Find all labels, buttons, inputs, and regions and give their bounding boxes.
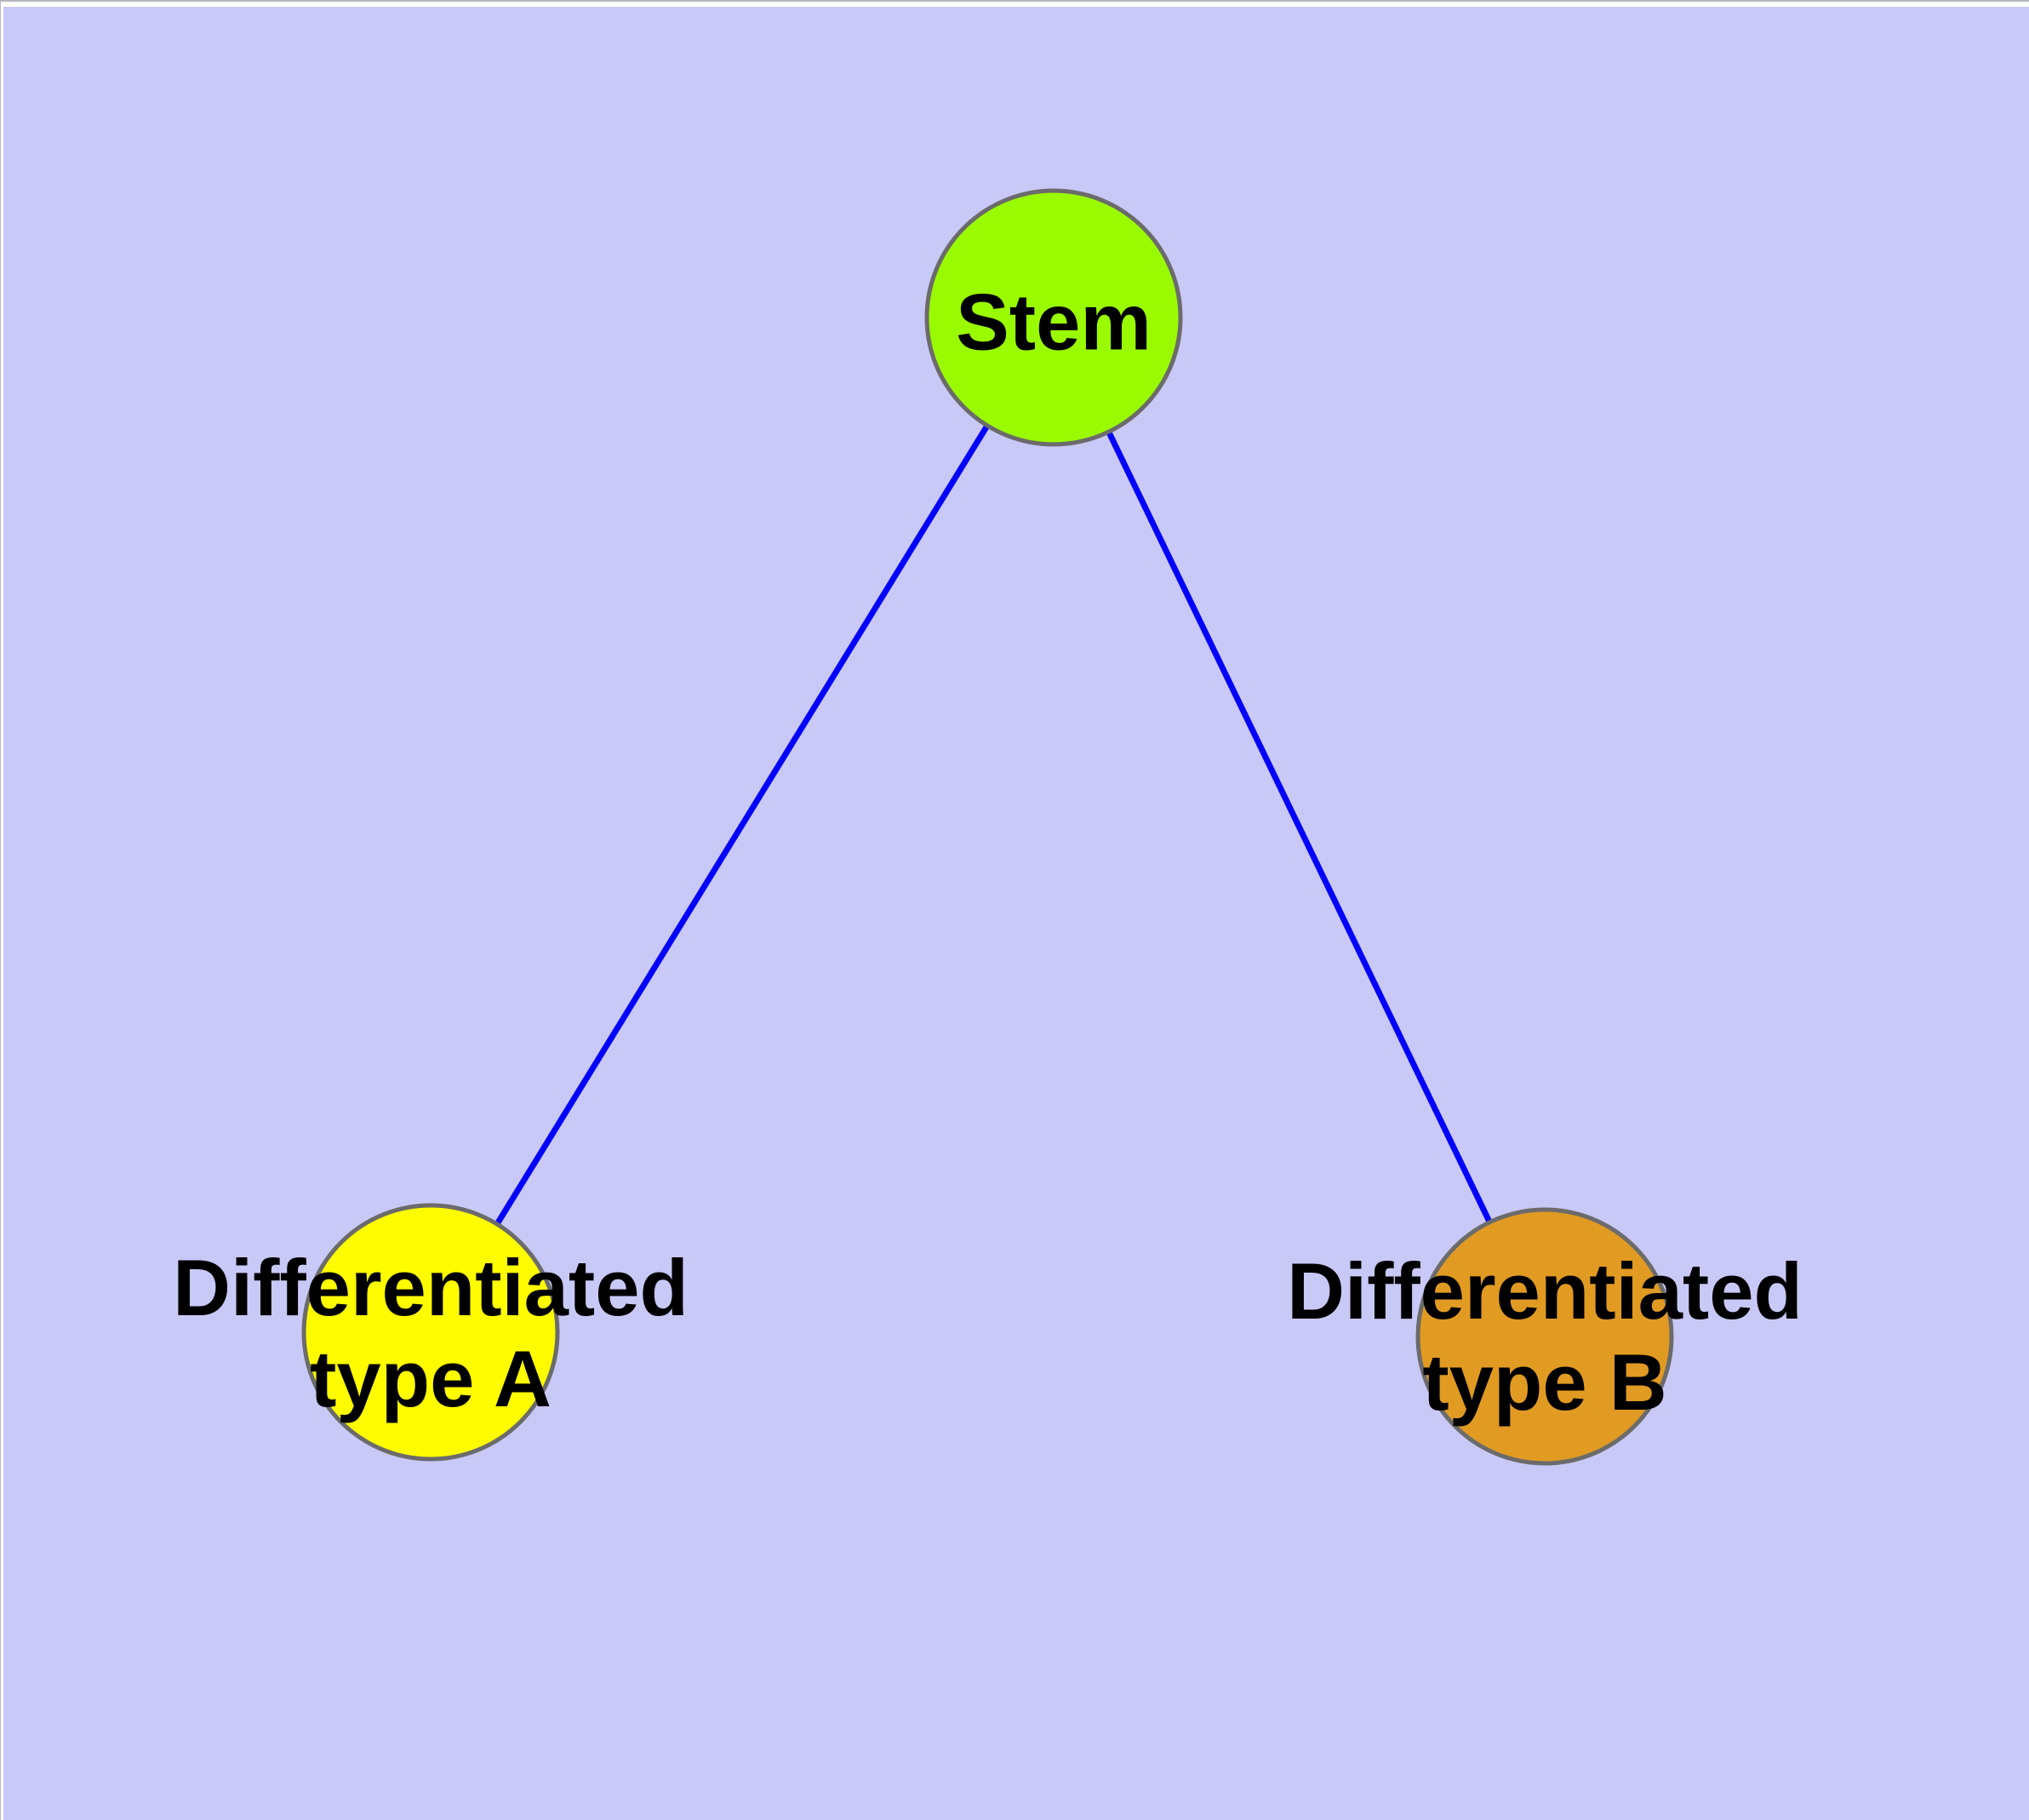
node-differentiated-type-b-label-line1: Differentiated: [1287, 1246, 1803, 1336]
node-differentiated-type-b-circle: [1415, 1207, 1674, 1466]
edge-stem-to-type-a: [428, 316, 1056, 1334]
node-differentiated-type-b-label: Differentiated type B: [1287, 1245, 1803, 1428]
node-stem-circle: [924, 188, 1183, 447]
node-stem-label: Stem: [956, 277, 1152, 367]
node-differentiated-type-a-circle: [301, 1203, 560, 1462]
node-differentiated-type-b-label-line2: type B: [1422, 1337, 1667, 1427]
node-differentiated-type-a-label: Differentiated type A: [173, 1242, 689, 1424]
edge-stem-to-type-b: [1050, 316, 1548, 1338]
node-differentiated-type-a-label-line2: type A: [310, 1334, 552, 1423]
diagram-canvas: Stem Differentiated type A Differentiate…: [3, 7, 2029, 1820]
graph-svg: [301, 188, 1674, 1466]
node-differentiated-type-a-label-line1: Differentiated: [173, 1243, 689, 1332]
